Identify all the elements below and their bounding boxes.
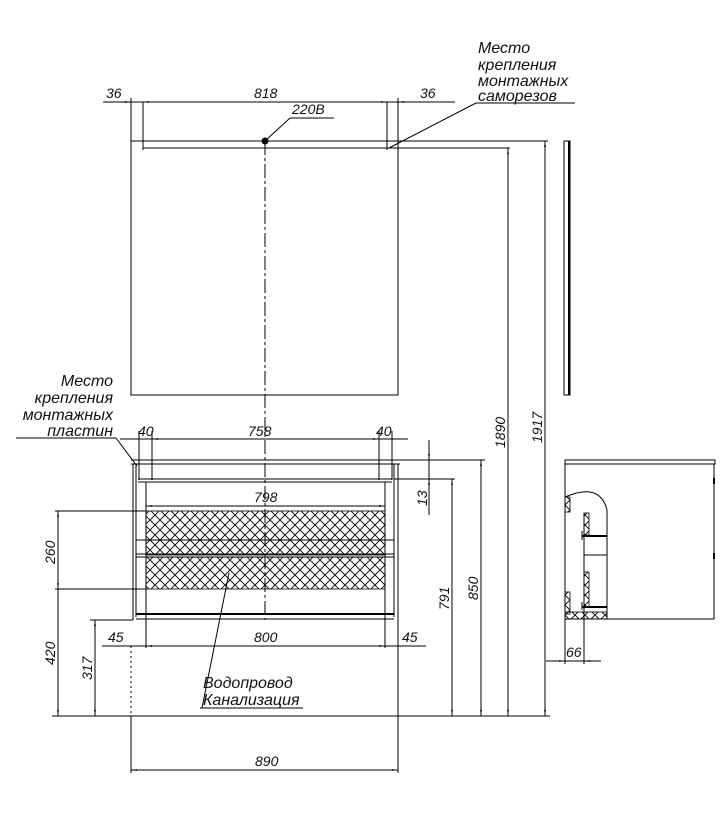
dim-cabinet-body-height: 791: [436, 587, 452, 610]
dim-plumbing-zone: 260: [42, 540, 58, 565]
dim-plate-left: 40: [138, 423, 154, 439]
overall-width-dimension: 890: [130, 620, 399, 773]
plumbing-line-2: Канализация: [203, 692, 300, 709]
lower-drawer-hatched: [145, 556, 386, 590]
mount-plates-callout: Место крепления монтажных пластин: [16, 373, 138, 467]
left-vertical-dimensions: 260 420 317: [42, 510, 146, 716]
dim-drawer-width: 798: [254, 489, 278, 505]
plate-dimensions: 40 758 40: [120, 423, 408, 480]
right-vertical-dimensions: 13 791 850 1890 1917: [394, 141, 546, 716]
dim-side-gap: 66: [566, 644, 582, 660]
callout-line-4: пластин: [47, 423, 113, 440]
dim-body-left: 45: [108, 629, 124, 645]
callout-line-2: крепления: [478, 57, 557, 74]
dim-mirror-screw-span: 818: [254, 85, 278, 101]
dim-overall-width: 890: [255, 753, 279, 769]
body-width-dimensions: 45 800 45: [102, 629, 426, 647]
dim-mirror-top-height: 1917: [529, 411, 545, 443]
dim-top-thickness: 13: [414, 490, 430, 506]
dim-body-right: 45: [402, 629, 418, 645]
callout-line-3: монтажных: [23, 407, 114, 424]
cabinet-front-view: [131, 459, 400, 648]
dim-plumbing-bottom: 420: [42, 641, 58, 665]
dim-legs-height: 317: [79, 655, 95, 680]
upper-drawer-hatched: [145, 510, 386, 556]
dim-plate-span: 758: [248, 423, 272, 439]
dim-mirror-right-offset: 36: [420, 85, 436, 101]
mirror-front-view: 220В: [130, 98, 548, 620]
dim-body-width: 800: [254, 629, 278, 645]
callout-line-1: Место: [61, 373, 113, 390]
plumbing-line-1: Водопровод: [203, 675, 293, 692]
drawer-width-dimension: 798: [146, 489, 385, 507]
callout-line-1: Место: [478, 40, 530, 57]
callout-line-3: монтажных: [478, 73, 569, 90]
mirror-top-dimensions: 36 818 36: [103, 85, 455, 103]
power-label: 220В: [291, 101, 325, 117]
dim-mirror-left-offset: 36: [106, 85, 122, 101]
cabinet-side-view: [564, 459, 716, 664]
plumbing-callout: Водопровод Канализация: [200, 572, 303, 709]
dim-mirror-screw-height: 1890: [492, 417, 508, 448]
callout-line-2: крепления: [35, 390, 114, 407]
dim-plate-right: 40: [376, 423, 392, 439]
mirror-screws-callout: Место крепления монтажных саморезов: [388, 40, 575, 149]
side-gap-dimension: 66: [546, 644, 601, 662]
callout-line-4: саморезов: [478, 88, 557, 105]
dim-cabinet-total-height: 850: [465, 576, 481, 600]
